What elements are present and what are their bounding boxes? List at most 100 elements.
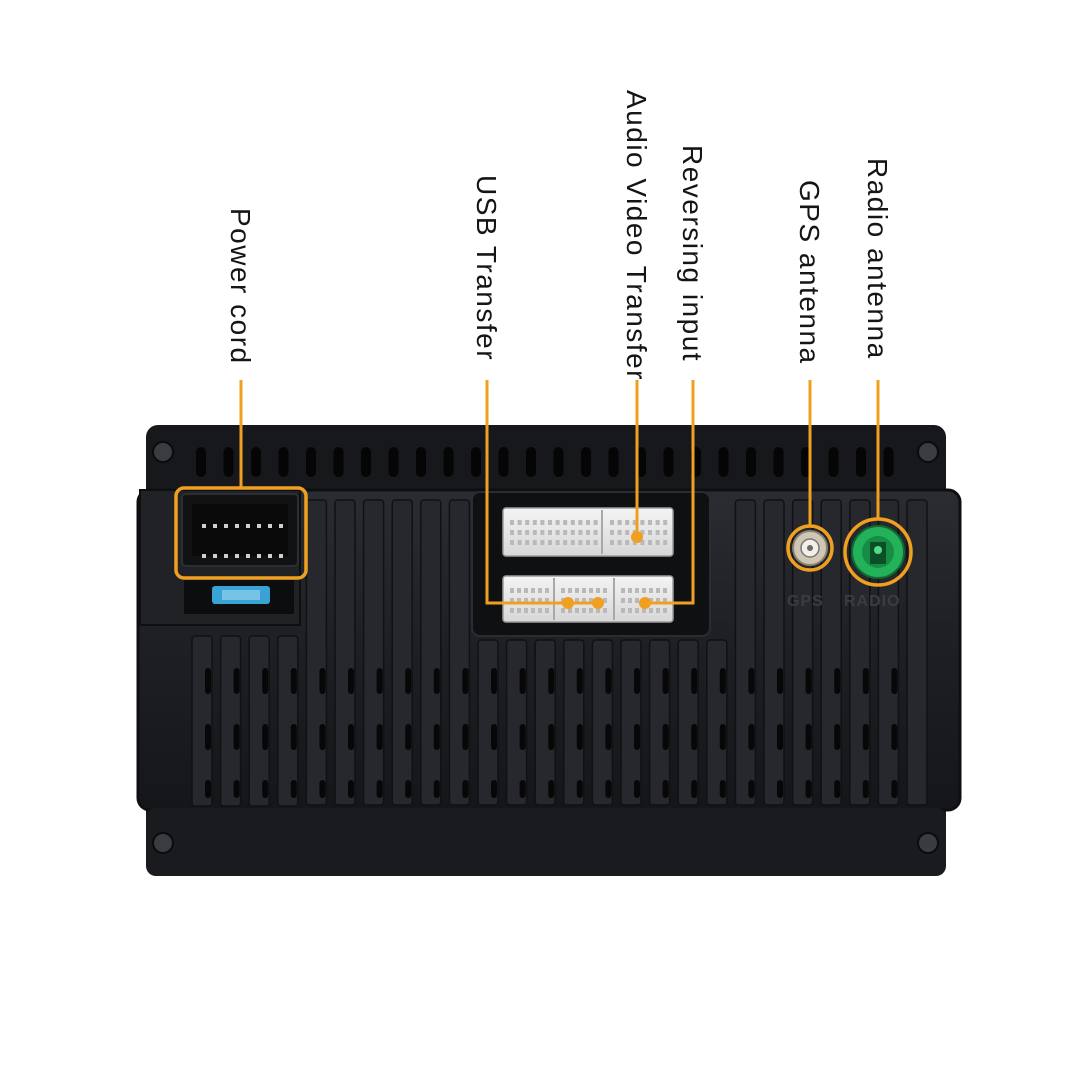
plug-pin-hole bbox=[642, 608, 646, 613]
rib bbox=[362, 499, 385, 806]
top-vent-slot bbox=[581, 447, 591, 477]
top-vent-slot bbox=[553, 447, 564, 477]
gps-connector bbox=[792, 530, 828, 566]
plug-pin-hole bbox=[582, 588, 586, 593]
plug-pin-hole bbox=[545, 588, 549, 593]
plug-pin-hole bbox=[663, 520, 668, 525]
plug-pin-hole bbox=[589, 608, 593, 613]
plug-pin-hole bbox=[586, 520, 590, 525]
vent-slot bbox=[548, 780, 555, 798]
plug-pin-hole bbox=[656, 598, 660, 603]
top-vent-slot bbox=[773, 447, 784, 477]
vent-slot bbox=[319, 724, 326, 750]
rib bbox=[906, 499, 928, 806]
power-pin bbox=[213, 524, 217, 528]
plug-pin-hole bbox=[649, 608, 653, 613]
plug-pin-hole bbox=[610, 530, 614, 535]
plug-pin-hole bbox=[578, 530, 583, 535]
plug-pin-hole bbox=[632, 520, 637, 525]
plug-pin-hole bbox=[617, 520, 622, 525]
vent-slot bbox=[891, 668, 898, 694]
plug-pin-hole bbox=[582, 598, 586, 603]
plug-pin-hole bbox=[561, 608, 565, 613]
plug-pin-hole bbox=[545, 598, 549, 603]
plug-pin-hole bbox=[635, 608, 639, 613]
vent-slot bbox=[233, 668, 240, 694]
top-vent-slot bbox=[471, 447, 481, 477]
plug-pin-hole bbox=[531, 598, 535, 603]
audio-video-endpoint bbox=[631, 531, 643, 543]
vent-slot bbox=[462, 668, 469, 694]
top-vent-slot bbox=[718, 447, 729, 477]
plug-pin-hole bbox=[649, 588, 653, 593]
vent-slot bbox=[605, 724, 612, 750]
plug-pin-hole bbox=[603, 588, 607, 593]
vent-slot bbox=[576, 724, 583, 750]
power-pin bbox=[202, 524, 206, 528]
vent-slot bbox=[405, 724, 412, 750]
vent-slot bbox=[205, 780, 211, 798]
label-radio-antenna: Radio antenna bbox=[862, 158, 893, 360]
cooling-ribs bbox=[191, 499, 928, 807]
rib bbox=[448, 499, 471, 806]
fuse bbox=[184, 580, 294, 614]
vent-slot bbox=[719, 780, 726, 798]
plug-pin-hole bbox=[596, 588, 600, 593]
top-vent-slot bbox=[333, 447, 344, 477]
plug-pin-hole bbox=[517, 540, 522, 545]
audio-video-plug bbox=[502, 507, 674, 557]
vent-slot bbox=[862, 780, 869, 798]
vent-slot bbox=[205, 724, 211, 750]
vent-slot bbox=[519, 724, 526, 750]
plug-pin-hole bbox=[656, 588, 660, 593]
plug-pin-hole bbox=[525, 530, 530, 535]
plug-pin-hole bbox=[589, 588, 593, 593]
plug-pin-hole bbox=[625, 520, 630, 525]
vent-slot bbox=[405, 780, 412, 798]
plug-pin-hole bbox=[663, 608, 667, 613]
vent-slot bbox=[491, 780, 497, 798]
screw-bottom-left bbox=[152, 832, 174, 854]
vent-slot bbox=[548, 724, 555, 750]
leader-endpoints bbox=[562, 531, 651, 609]
rib bbox=[734, 499, 757, 806]
plug-pin-hole bbox=[603, 598, 607, 603]
vent-slot bbox=[634, 780, 640, 798]
vent-slot bbox=[634, 668, 640, 694]
vent-slot bbox=[262, 780, 269, 798]
vent-slot bbox=[262, 668, 269, 694]
rib bbox=[420, 499, 442, 806]
usb-endpoint-1 bbox=[562, 597, 574, 609]
vent-slot bbox=[233, 724, 240, 750]
plug-pin-hole bbox=[625, 530, 630, 535]
plug-pin-hole bbox=[517, 588, 521, 593]
plug-pin-hole bbox=[589, 598, 593, 603]
plug-pin-hole bbox=[582, 608, 586, 613]
plug-pin-hole bbox=[648, 520, 652, 525]
plug-pin-hole bbox=[617, 540, 622, 545]
vent-slot bbox=[805, 724, 812, 750]
plug-pin-hole bbox=[517, 608, 521, 613]
vent-slot bbox=[290, 724, 297, 750]
plug-pin-hole bbox=[510, 608, 514, 613]
vent-slot bbox=[777, 724, 783, 750]
plug-pin-hole bbox=[555, 540, 560, 545]
vent-slot bbox=[777, 668, 783, 694]
vent-slot bbox=[348, 724, 354, 750]
plug-pin-hole bbox=[570, 540, 575, 545]
vent-slot bbox=[433, 668, 440, 694]
top-vent-slot bbox=[498, 447, 509, 477]
plug-pin-hole bbox=[563, 540, 568, 545]
top-vent-slot bbox=[416, 447, 426, 477]
power-pin bbox=[257, 554, 261, 558]
plug-pin-hole bbox=[648, 540, 652, 545]
vent-slot bbox=[290, 780, 297, 798]
plug-pin-hole bbox=[538, 608, 542, 613]
plug-pin-hole bbox=[621, 588, 625, 593]
power-pin bbox=[268, 554, 272, 558]
top-vent-slot bbox=[883, 447, 894, 477]
reversing-input-leader bbox=[645, 380, 695, 605]
vent-slot bbox=[691, 668, 698, 694]
top-vent-slot bbox=[223, 447, 234, 477]
vent-slot bbox=[891, 780, 898, 798]
